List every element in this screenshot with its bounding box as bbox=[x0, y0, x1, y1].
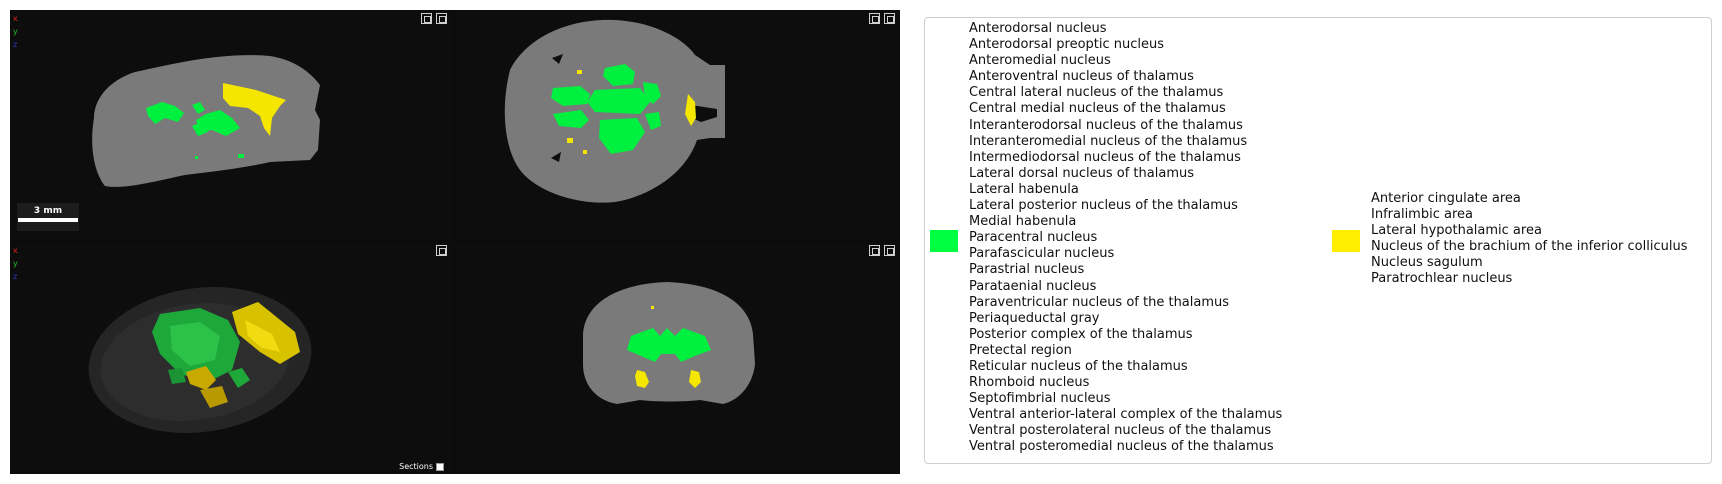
maximize-pane-button[interactable] bbox=[436, 13, 447, 24]
horizontal-slice-image bbox=[504, 19, 725, 203]
legend-item: Anteroventral nucleus of thalamus bbox=[969, 69, 1194, 85]
green-structure-3d-3 bbox=[228, 368, 250, 388]
legend-item: Lateral posterior nucleus of the thalamu… bbox=[969, 198, 1238, 214]
yellow-region-horizontal-1 bbox=[577, 70, 582, 74]
coronal-slice-pane[interactable] bbox=[455, 242, 900, 474]
axis-z-label: z bbox=[13, 272, 18, 281]
axis-z-label: z bbox=[13, 40, 18, 49]
legend-item: Central lateral nucleus of the thalamus bbox=[969, 85, 1224, 101]
axis-y-label: y bbox=[13, 259, 18, 268]
legend-item: Nucleus of the brachium of the inferior … bbox=[1371, 239, 1688, 255]
horizontal-slice-pane[interactable] bbox=[455, 10, 900, 239]
green-region-sagittal-5 bbox=[238, 154, 244, 158]
legend-item: Central medial nucleus of the thalamus bbox=[969, 101, 1226, 117]
legend-item: Ventral posterolateral nucleus of the th… bbox=[969, 423, 1272, 439]
green-region-sagittal-3 bbox=[196, 110, 240, 136]
yellow-region-horizontal-2 bbox=[567, 138, 573, 143]
legend-item: Reticular nucleus of the thalamus bbox=[969, 358, 1188, 374]
legend-item: Anteromedial nucleus bbox=[969, 53, 1111, 69]
legend-item: Septofimbrial nucleus bbox=[969, 391, 1111, 407]
scale-bar-line bbox=[18, 218, 78, 222]
scale-bar: 3 mm bbox=[17, 203, 79, 231]
axis-x-label: x bbox=[13, 14, 18, 23]
legend-item: Parafascicular nucleus bbox=[969, 246, 1115, 262]
legend-item: Lateral hypothalamic area bbox=[1371, 223, 1542, 239]
black-notch-horizontal-2 bbox=[552, 54, 563, 64]
brain-viewer: x y z 3 mm bbox=[10, 10, 900, 474]
green-region-horizontal-2 bbox=[553, 110, 589, 128]
axis-x-label: x bbox=[13, 246, 18, 255]
legend-item: Lateral dorsal nucleus of thalamus bbox=[969, 165, 1194, 181]
legend-item: Interanterodorsal nucleus of the thalamu… bbox=[969, 117, 1243, 133]
black-notch-horizontal-3 bbox=[551, 152, 561, 162]
legend-item: Parastrial nucleus bbox=[969, 262, 1085, 278]
sections-toggle[interactable]: Sections bbox=[399, 462, 444, 471]
yellow-region-coronal-2 bbox=[689, 370, 701, 388]
yellow-structure-3d-4 bbox=[200, 386, 228, 408]
legend-item: Intermediodorsal nucleus of the thalamus bbox=[969, 149, 1241, 165]
legend-item: Interanteromedial nucleus of the thalamu… bbox=[969, 133, 1248, 149]
legend-item: Anterior cingulate area bbox=[1371, 191, 1521, 206]
legend-item: Rhomboid nucleus bbox=[969, 375, 1090, 391]
green-region-coronal bbox=[627, 328, 711, 362]
legend-item: Anterodorsal preoptic nucleus bbox=[969, 37, 1165, 53]
legend-item: Paraventricular nucleus of the thalamus bbox=[969, 294, 1230, 310]
legend-item: Lateral habenula bbox=[969, 181, 1079, 197]
green-region-horizontal-4 bbox=[587, 88, 650, 114]
3d-view-pane[interactable]: x y z Sections bbox=[10, 242, 452, 474]
legend-item: Periaqueductal gray bbox=[969, 310, 1100, 326]
green-region-sagittal-1 bbox=[146, 102, 184, 124]
legend-item: Ventral posteromedial nucleus of the tha… bbox=[969, 439, 1274, 455]
sagittal-slice-image bbox=[92, 55, 320, 187]
maximize-pane-button[interactable] bbox=[884, 13, 895, 24]
sections-checkbox[interactable] bbox=[436, 462, 444, 471]
green-region-sagittal-6 bbox=[195, 156, 198, 159]
legend-item: Posterior complex of the thalamus bbox=[969, 326, 1193, 342]
legend-item: Paracentral nucleus bbox=[969, 230, 1098, 246]
green-region-horizontal-1 bbox=[551, 86, 590, 106]
axis-y-label: y bbox=[13, 27, 18, 36]
minimize-pane-button[interactable] bbox=[869, 13, 880, 24]
legend-item: Parataenial nucleus bbox=[969, 278, 1097, 294]
green-region-horizontal-7 bbox=[645, 112, 661, 130]
minimize-pane-button[interactable] bbox=[436, 245, 447, 256]
legend-swatch-green bbox=[930, 230, 958, 252]
green-region-sagittal-4 bbox=[192, 122, 208, 136]
yellow-region-horizontal-3 bbox=[583, 150, 587, 154]
yellow-region-horizontal-4 bbox=[685, 94, 696, 126]
yellow-region-coronal-3 bbox=[651, 306, 654, 309]
green-structure-3d-4 bbox=[168, 368, 186, 384]
green-structure-3d-2 bbox=[170, 322, 220, 366]
sections-label: Sections bbox=[399, 462, 433, 471]
maximize-pane-button[interactable] bbox=[884, 245, 895, 256]
legend-swatch-yellow bbox=[1332, 230, 1360, 252]
green-region-sagittal-2 bbox=[192, 102, 205, 114]
green-region-horizontal-6 bbox=[643, 82, 661, 104]
legend-item: Ventral anterior-lateral complex of the … bbox=[969, 407, 1283, 423]
minimize-pane-button[interactable] bbox=[869, 245, 880, 256]
legend-item: Nucleus sagulum bbox=[1371, 255, 1483, 271]
coronal-slice-image bbox=[583, 282, 755, 404]
yellow-structure-3d-2 bbox=[245, 320, 280, 352]
sagittal-slice-pane[interactable]: x y z 3 mm bbox=[10, 10, 452, 239]
legend-item: Anterodorsal nucleus bbox=[969, 21, 1107, 36]
legend-item: Paratrochlear nucleus bbox=[1371, 271, 1513, 287]
yellow-region-sagittal bbox=[223, 83, 286, 136]
yellow-structure-3d-3 bbox=[186, 366, 216, 390]
minimize-pane-button[interactable] bbox=[421, 13, 432, 24]
yellow-region-coronal-1 bbox=[635, 370, 649, 388]
3d-render-image bbox=[88, 287, 312, 433]
legend-item: Medial habenula bbox=[969, 214, 1077, 230]
green-region-horizontal-3 bbox=[603, 64, 635, 86]
legend-item: Infralimbic area bbox=[1371, 207, 1473, 223]
legend-item: Pretectal region bbox=[969, 342, 1072, 358]
green-region-horizontal-5 bbox=[599, 118, 645, 154]
scale-bar-label: 3 mm bbox=[33, 206, 63, 216]
